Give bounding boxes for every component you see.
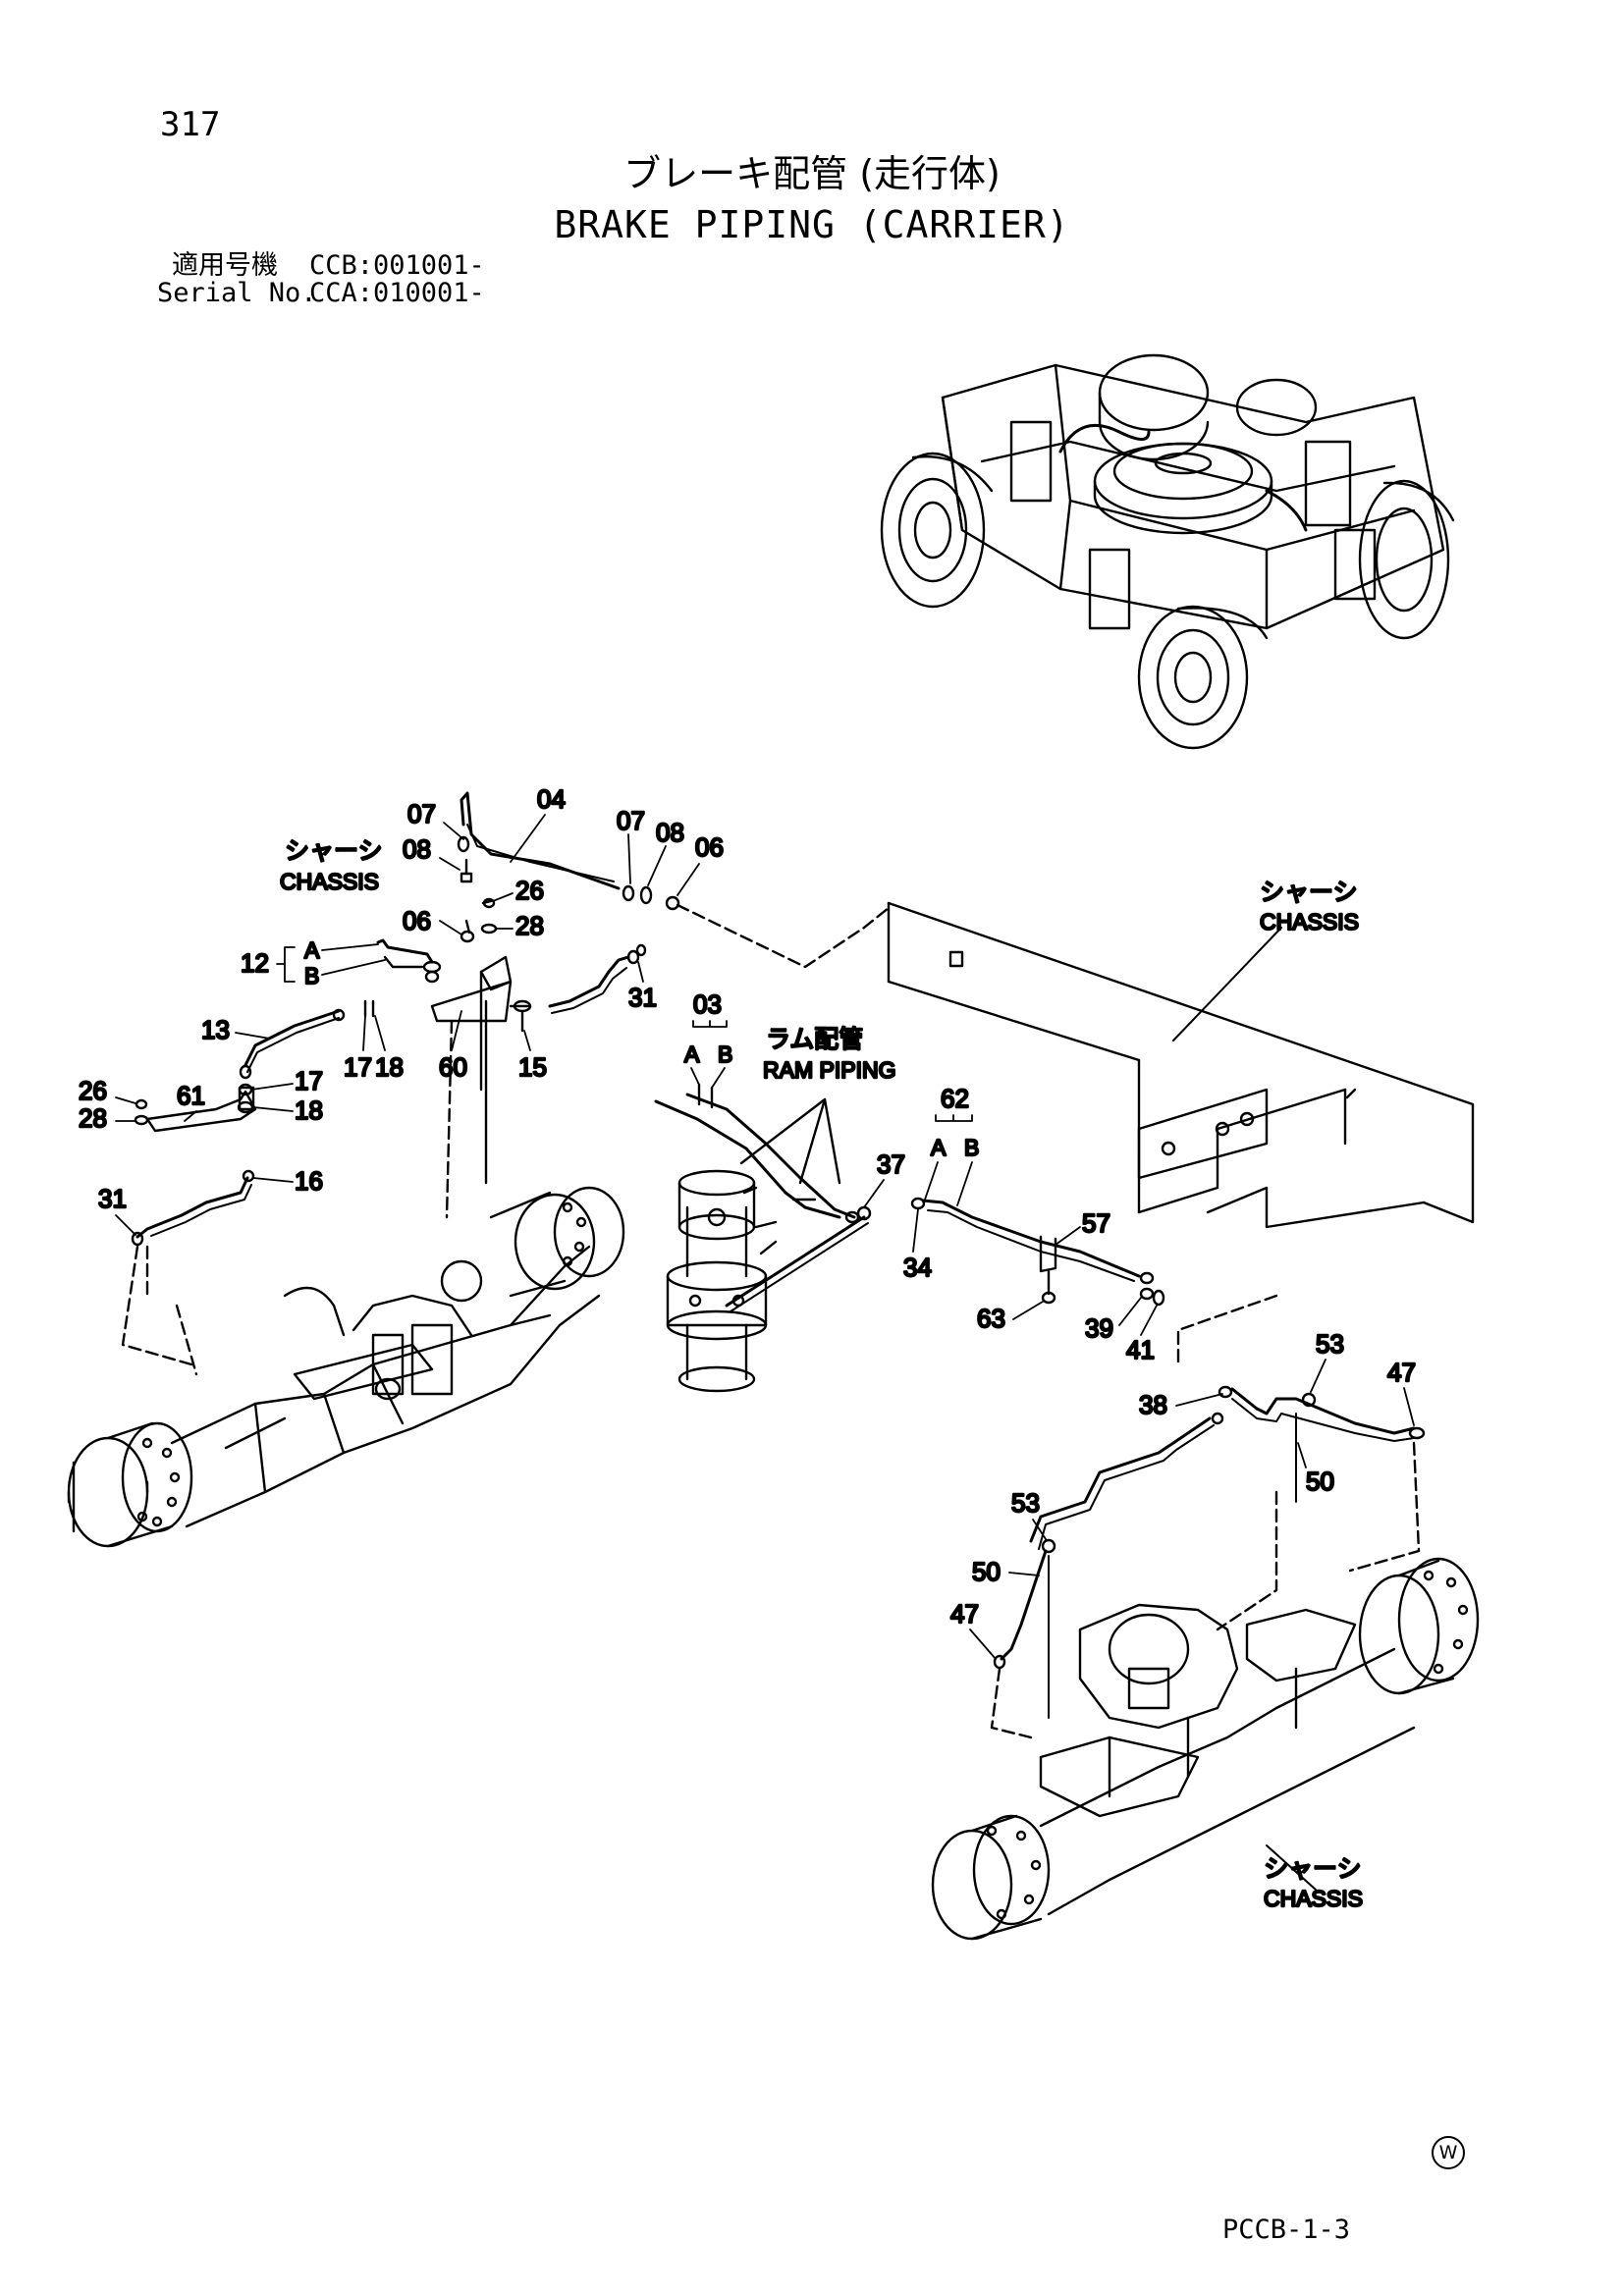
part-17-label-a: 17 bbox=[344, 1052, 372, 1082]
page-number: 317 bbox=[160, 105, 221, 144]
part-53-label-b: 53 bbox=[1011, 1488, 1040, 1518]
chassis-label-en-c: CHASSIS bbox=[1264, 1886, 1363, 1911]
part-06-label-b: 06 bbox=[695, 832, 724, 862]
part-07-label-a: 07 bbox=[407, 799, 436, 828]
front-axle-illustration bbox=[67, 1186, 625, 1548]
part-04-label: 04 bbox=[537, 784, 566, 814]
chassis-label-jp-b: シャーシ bbox=[1260, 878, 1358, 906]
part-26-label-b: 26 bbox=[79, 1076, 107, 1105]
part-15-label: 15 bbox=[518, 1052, 547, 1082]
part-34-label: 34 bbox=[903, 1253, 932, 1282]
part-28-label-a: 28 bbox=[515, 911, 544, 940]
rear-axle-illustration bbox=[931, 1557, 1480, 1941]
part-12-label: 12 bbox=[241, 948, 269, 978]
title-japanese: ブレーキ配管 (走行体) bbox=[623, 152, 1001, 195]
part-31-label-b: 31 bbox=[98, 1184, 127, 1213]
ram-port-a: A bbox=[684, 1041, 700, 1067]
applicability-label: 適用号機 bbox=[172, 250, 278, 281]
part-50-label-a: 50 bbox=[1306, 1467, 1334, 1496]
document-code: PCCB-1-3 bbox=[1222, 2215, 1351, 2245]
part-50-label-b: 50 bbox=[972, 1557, 1001, 1586]
applicability-value: CCB:001001- bbox=[309, 250, 485, 281]
title-english: BRAKE PIPING (CARRIER) bbox=[554, 203, 1070, 246]
ram-piping-label-jp: ラム配管 bbox=[766, 1025, 863, 1053]
part-47-label-a: 47 bbox=[1387, 1358, 1416, 1387]
center-joint-illustration bbox=[666, 1169, 778, 1393]
hose-62 bbox=[910, 1197, 1165, 1307]
chassis-label-jp-a: シャーシ bbox=[285, 836, 383, 865]
part-26-label-a: 26 bbox=[515, 876, 544, 905]
part-18-label-a: 18 bbox=[375, 1052, 404, 1082]
ram-port-b: B bbox=[718, 1041, 732, 1067]
part-38-label: 38 bbox=[1139, 1390, 1167, 1419]
part-60-label: 60 bbox=[439, 1052, 467, 1082]
watermark-symbol: W bbox=[1432, 2136, 1465, 2169]
ram-piping-label-en: RAM PIPING bbox=[763, 1057, 895, 1083]
part-17-label-b: 17 bbox=[295, 1066, 323, 1095]
serial-value: CCA:010001- bbox=[309, 278, 485, 308]
part-47-label-b: 47 bbox=[950, 1599, 979, 1629]
chassis-label-en-a: CHASSIS bbox=[280, 869, 379, 894]
part-08-label-b: 08 bbox=[656, 818, 684, 847]
hose-62-port-b: B bbox=[964, 1135, 979, 1160]
rear-piping-50 bbox=[990, 1294, 1426, 1739]
hose-12-port-a: A bbox=[304, 937, 320, 963]
hose-12-port-b: B bbox=[304, 963, 319, 988]
carrier-overview-illustration bbox=[880, 353, 1455, 750]
part-37-label: 37 bbox=[877, 1149, 905, 1179]
upper-left-piping bbox=[121, 791, 891, 1376]
chassis-plate bbox=[887, 901, 1475, 1229]
hose-62-port-a: A bbox=[931, 1135, 947, 1160]
chassis-label-en-b: CHASSIS bbox=[1260, 909, 1359, 934]
part-06-label-a: 06 bbox=[403, 906, 431, 935]
part-63-label: 63 bbox=[977, 1304, 1005, 1333]
part-13-label: 13 bbox=[201, 1015, 230, 1044]
part-03-label: 03 bbox=[693, 989, 722, 1019]
ram-piping bbox=[654, 1083, 872, 1312]
serial-label: Serial No. bbox=[157, 278, 317, 308]
part-62-label: 62 bbox=[941, 1084, 969, 1113]
part-57-label: 57 bbox=[1082, 1208, 1110, 1238]
part-41-label: 41 bbox=[1126, 1335, 1155, 1364]
chassis-label-jp-c: シャーシ bbox=[1264, 1854, 1362, 1883]
part-07-label-b: 07 bbox=[617, 806, 645, 835]
part-31-label-a: 31 bbox=[628, 983, 657, 1012]
part-16-label: 16 bbox=[295, 1166, 323, 1196]
part-28-label-b: 28 bbox=[79, 1103, 107, 1133]
part-18-label-b: 18 bbox=[295, 1095, 323, 1125]
part-61-label: 61 bbox=[177, 1081, 205, 1110]
part-39-label: 39 bbox=[1085, 1313, 1113, 1343]
part-53-label-a: 53 bbox=[1316, 1329, 1344, 1359]
part-08-label-a: 08 bbox=[403, 834, 431, 864]
